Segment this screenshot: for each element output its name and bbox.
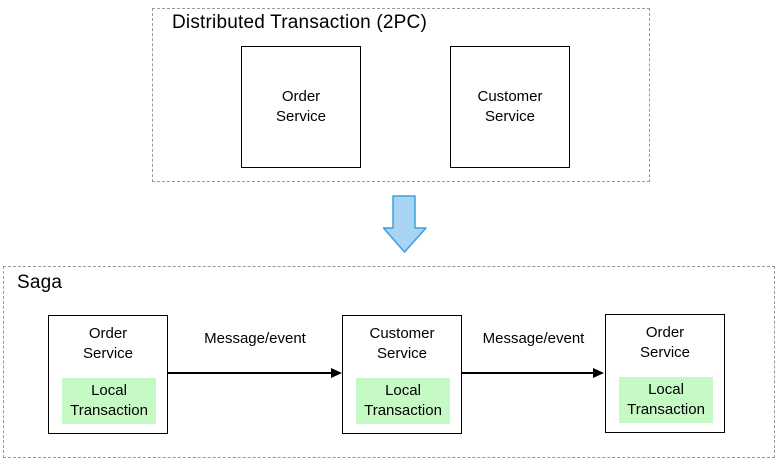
message-arrowhead-icon-1: [331, 368, 342, 378]
saga-order-service-box-2: Order Service Local Transaction: [605, 314, 725, 433]
local-transaction-label-2: Local Transaction: [364, 382, 442, 419]
local-transaction-box-2: Local Transaction: [356, 378, 450, 424]
local-transaction-box-3: Local Transaction: [619, 377, 713, 423]
local-transaction-box-1: Local Transaction: [62, 378, 156, 424]
saga-group-box: [3, 266, 775, 458]
2pc-group-box: [152, 8, 650, 182]
transition-down-arrow-icon: [383, 195, 427, 253]
message-arrow-line-2: [462, 372, 594, 374]
2pc-customer-service-box: Customer Service: [450, 46, 570, 168]
2pc-customer-service-label: Customer Service: [477, 88, 543, 125]
2pc-order-service-box: Order Service: [241, 46, 361, 168]
message-event-label-2: Message/event: [482, 330, 585, 347]
2pc-group-title: Distributed Transaction (2PC): [172, 12, 428, 33]
message-event-label-1: Message/event: [204, 330, 306, 347]
saga-order-service-box-1: Order Service Local Transaction: [48, 315, 168, 434]
message-arrowhead-icon-2: [593, 368, 604, 378]
saga-order-service-label-2: Order Service: [639, 324, 691, 361]
2pc-order-service-label: Order Service: [275, 88, 327, 125]
local-transaction-label-3: Local Transaction: [627, 381, 705, 418]
saga-order-service-label-1: Order Service: [82, 325, 134, 362]
saga-customer-service-label: Customer Service: [369, 325, 435, 362]
message-arrow-line-1: [168, 372, 332, 374]
saga-customer-service-box: Customer Service Local Transaction: [342, 315, 462, 434]
saga-group-title: Saga: [17, 272, 63, 293]
local-transaction-label-1: Local Transaction: [70, 382, 148, 419]
